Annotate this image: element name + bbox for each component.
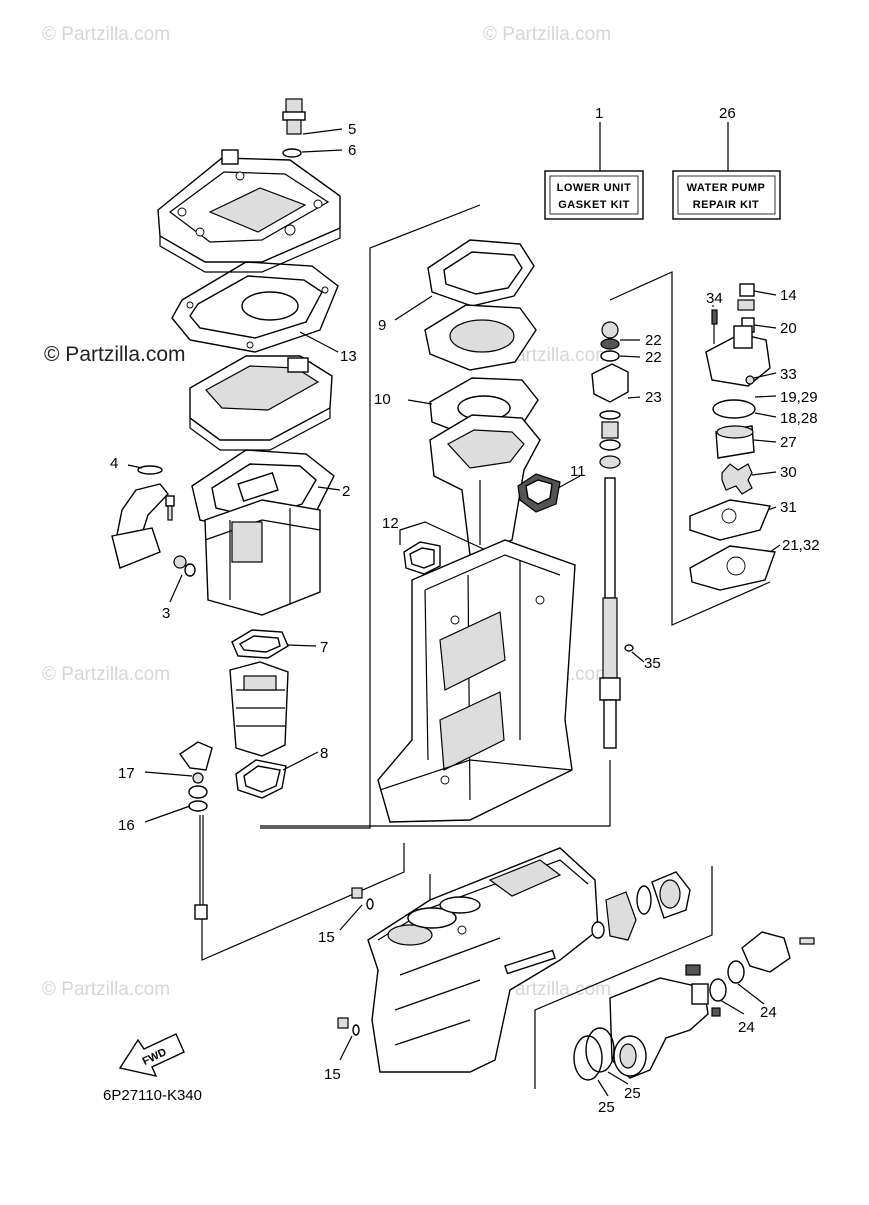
callout-35: 35 bbox=[644, 655, 661, 672]
callout-1: 1 bbox=[595, 105, 603, 122]
callout-31: 31 bbox=[780, 499, 797, 516]
mid-casting bbox=[189, 355, 333, 451]
callout-18-28: 18,28 bbox=[780, 410, 818, 427]
drive-shaft-housing bbox=[377, 539, 576, 823]
callout-23: 23 bbox=[645, 389, 662, 406]
callout-2: 2 bbox=[342, 483, 350, 500]
callout-9: 9 bbox=[378, 317, 386, 334]
watermark: © Partzilla.com bbox=[44, 343, 186, 366]
screw-15a bbox=[351, 887, 374, 910]
callout-15: 15 bbox=[324, 1066, 341, 1083]
kit-label: WATER PUMP bbox=[687, 182, 766, 194]
diagram-code: 6P27110-K340 bbox=[103, 1087, 202, 1104]
grommet-12 bbox=[403, 541, 441, 575]
callout-19-29: 19,29 bbox=[780, 389, 818, 406]
gasket-9 bbox=[427, 239, 535, 307]
callout-33: 33 bbox=[780, 366, 797, 383]
callout-21-32: 21,32 bbox=[782, 537, 820, 554]
plug-part bbox=[282, 98, 306, 158]
callout-10: 10 bbox=[374, 391, 391, 408]
drive-shaft bbox=[591, 321, 629, 749]
callout-12: 12 bbox=[382, 515, 399, 532]
callout-16: 16 bbox=[118, 817, 135, 834]
shift-rod-assembly bbox=[179, 741, 213, 920]
callout-22: 22 bbox=[645, 332, 662, 349]
pin-35 bbox=[624, 644, 634, 652]
callout-22: 22 bbox=[645, 349, 662, 366]
callout-17: 17 bbox=[118, 765, 135, 782]
seal-8 bbox=[235, 759, 287, 799]
callout-20: 20 bbox=[780, 320, 797, 337]
callout-4: 4 bbox=[110, 455, 118, 472]
kit-water-pump: 26 WATER PUMP REPAIR KIT bbox=[672, 105, 781, 220]
gasket-13 bbox=[171, 261, 339, 353]
callout-30: 30 bbox=[780, 464, 797, 481]
seal-11 bbox=[517, 473, 561, 513]
callout-3: 3 bbox=[162, 605, 170, 622]
gasket-7 bbox=[231, 629, 289, 659]
callout-26: 26 bbox=[719, 105, 736, 122]
screw-15b bbox=[337, 1017, 360, 1036]
pickup-assembly bbox=[111, 465, 175, 569]
gear-assembly bbox=[591, 871, 691, 941]
watermark: © Partzilla.com bbox=[42, 979, 170, 1000]
gear-case bbox=[367, 847, 599, 1073]
callout-13: 13 bbox=[340, 348, 357, 365]
upper-casing bbox=[429, 414, 541, 556]
lower-housing-block bbox=[204, 499, 321, 616]
kit-label: LOWER UNIT bbox=[557, 182, 632, 194]
callout-27: 27 bbox=[780, 434, 797, 451]
fwd-arrow-icon: FWD bbox=[118, 1033, 185, 1077]
water-pump bbox=[689, 283, 776, 591]
callout-6: 6 bbox=[348, 142, 356, 159]
callout-14: 14 bbox=[780, 287, 797, 304]
callout-15: 15 bbox=[318, 929, 335, 946]
watermark: © Partzilla.com bbox=[42, 664, 170, 685]
plug-3 bbox=[173, 555, 196, 577]
callout-24: 24 bbox=[738, 1019, 755, 1036]
plate-9b bbox=[424, 304, 537, 371]
prop-shaft-housing bbox=[609, 931, 815, 1079]
kit-label: REPAIR KIT bbox=[693, 199, 760, 211]
callout-11: 11 bbox=[570, 463, 586, 480]
exhaust-guide bbox=[229, 661, 289, 757]
adapter-plate bbox=[157, 149, 341, 273]
o-rings-25 bbox=[573, 1027, 615, 1081]
callout-25: 25 bbox=[598, 1099, 615, 1116]
callout-8: 8 bbox=[320, 745, 328, 762]
callout-25: 25 bbox=[624, 1085, 641, 1102]
watermark: © Partzilla.com bbox=[483, 24, 611, 45]
callout-34: 34 bbox=[706, 290, 723, 307]
kit-lower-unit: 1 LOWER UNIT GASKET KIT bbox=[544, 105, 644, 220]
kit-label: GASKET KIT bbox=[558, 199, 630, 211]
watermark: © Partzilla.com bbox=[42, 24, 170, 45]
callout-5: 5 bbox=[348, 121, 356, 138]
callout-7: 7 bbox=[320, 639, 328, 656]
callout-24: 24 bbox=[760, 1004, 777, 1021]
